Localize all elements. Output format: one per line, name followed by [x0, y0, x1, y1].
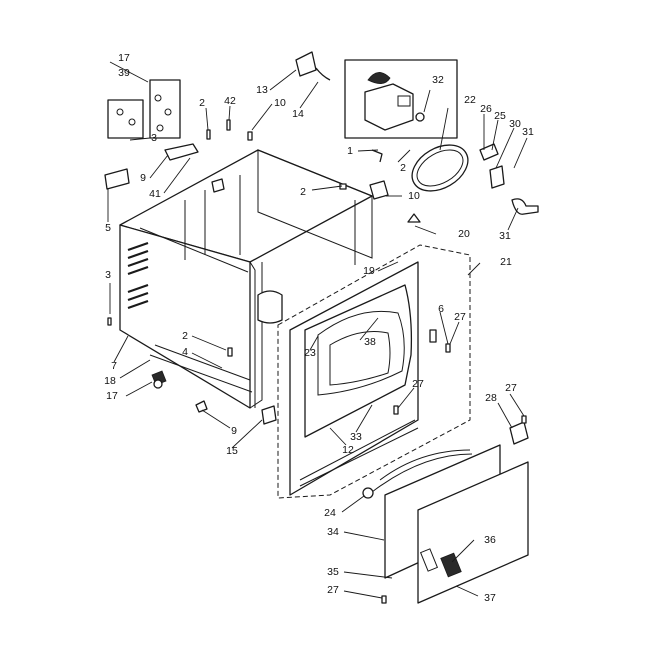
- callout-2-top: 2: [199, 97, 205, 109]
- callout-37: 36: [484, 534, 496, 546]
- callout-12: 12: [342, 444, 354, 456]
- callout-10-top: 10: [274, 97, 286, 109]
- callout-9: 9: [231, 425, 237, 437]
- terminal-block-parts: [104, 79, 199, 190]
- callout-3-top: 3: [151, 132, 157, 144]
- front-panel-assembly: [277, 244, 471, 499]
- callout-32: 32: [432, 74, 444, 86]
- callout-33: 33: [350, 431, 362, 443]
- callout-31: 31: [499, 230, 511, 242]
- callout-1: 1: [347, 145, 353, 157]
- callout-34: 34: [327, 526, 339, 538]
- callout-41: 41: [149, 188, 161, 200]
- callout-3-left: 3: [105, 269, 111, 281]
- callout-38: 38: [364, 336, 376, 348]
- callout-17: 17: [118, 52, 130, 64]
- callout-15: 15: [226, 445, 238, 457]
- callout-2-right: 2: [400, 162, 406, 174]
- callout-14: 14: [292, 108, 304, 120]
- hardware: [107, 51, 527, 604]
- callout-5: 5: [105, 222, 111, 234]
- callout-27-a: 27: [454, 311, 466, 323]
- idler-parts: [369, 143, 539, 223]
- callout-29: 30: [509, 118, 521, 130]
- callout-30: 31: [522, 126, 534, 138]
- drive-belt: [411, 144, 469, 192]
- callout-27-b: 27: [412, 378, 424, 390]
- callout-16: 17: [106, 390, 118, 402]
- callout-39: 39: [118, 67, 130, 79]
- door-assembly: [371, 421, 529, 604]
- callout-24: 24: [324, 507, 336, 519]
- timer-assembly-box: [344, 59, 458, 139]
- callout-42: 42: [224, 95, 236, 107]
- callout-10-right: 10: [408, 190, 420, 202]
- callout-22: 22: [464, 94, 476, 106]
- callout-6: 6: [438, 303, 444, 315]
- callout-25: 25: [494, 110, 506, 122]
- callout-26: 26: [480, 103, 492, 115]
- callout-27-d: 27: [327, 584, 339, 596]
- callout-2-low: 2: [182, 330, 188, 342]
- callout-21: 21: [500, 256, 512, 268]
- callout-13: 13: [256, 84, 268, 96]
- callout-35: 35: [327, 566, 339, 578]
- callout-7: 7: [111, 360, 117, 372]
- callouts: 17 39 2 42 10 13 14 3 9 41 5 2 32 1 2 10…: [104, 52, 534, 604]
- cabinet: [119, 149, 373, 409]
- callout-23: 23: [304, 347, 316, 359]
- callout-18: 18: [104, 375, 116, 387]
- callout-27-c: 27: [505, 382, 517, 394]
- cabinet-vents: [127, 241, 149, 310]
- callout-28: 28: [485, 392, 497, 404]
- callout-19: 19: [363, 265, 375, 277]
- callout-2-mid: 2: [300, 186, 306, 198]
- callout-36: 37: [484, 592, 496, 604]
- callout-20: 20: [458, 228, 470, 240]
- callout-4: 4: [182, 346, 188, 358]
- callout-8: 9: [140, 172, 146, 184]
